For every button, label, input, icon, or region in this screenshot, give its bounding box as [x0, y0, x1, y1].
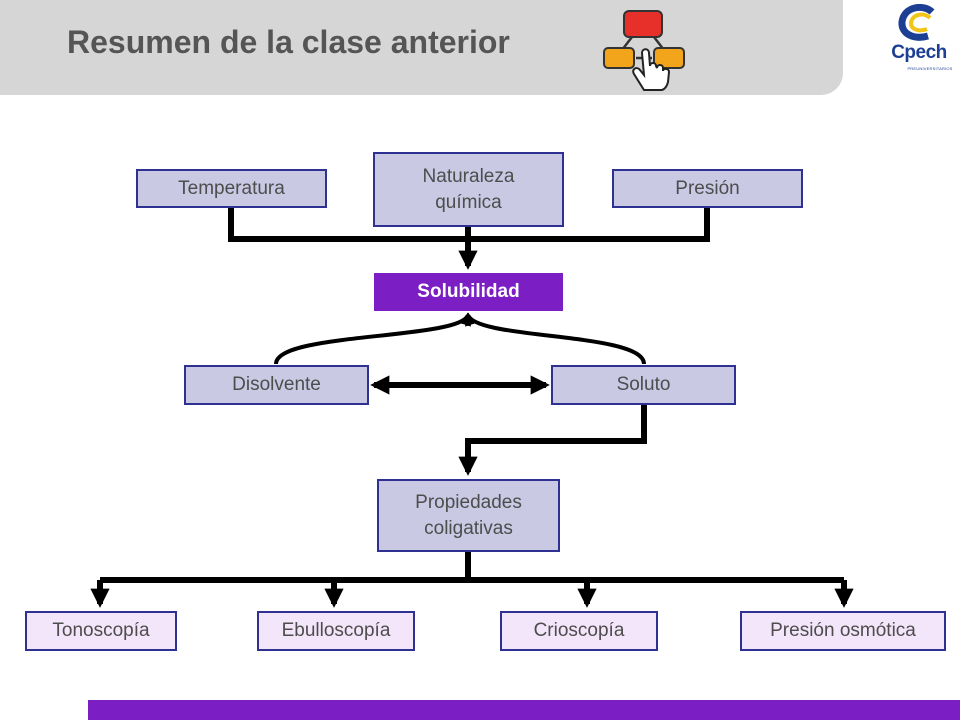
arc-soluto-to-solubilidad — [465, 312, 646, 365]
node-soluto: Soluto — [551, 365, 736, 405]
node-presion-osmotica: Presión osmótica — [740, 611, 946, 651]
node-temperatura: Temperatura — [136, 169, 327, 208]
connector-propiedades-to-leaves — [100, 552, 844, 583]
footer-bar — [88, 700, 960, 720]
node-disolvente: Disolvente — [184, 365, 369, 405]
node-naturaleza-quimica: Naturaleza química — [373, 152, 564, 227]
logo-mark-icon — [898, 3, 935, 41]
node-propiedades-coligativas: Propiedades coligativas — [377, 479, 560, 552]
header-bar: Resumen de la clase anterior — [0, 0, 843, 95]
logo-subtext: PREUNIVERSITARIOS — [907, 66, 953, 71]
logo: Cpech PREUNIVERSITARIOS — [880, 3, 960, 71]
arc-disolvente-to-solubilidad — [274, 312, 471, 365]
node-presion: Presión — [612, 169, 803, 208]
connector-soluto-to-propiedades — [458, 405, 647, 476]
logo-text: Cpech — [891, 42, 947, 63]
node-solubilidad: Solubilidad — [374, 273, 563, 311]
node-ebulloscopia: Ebulloscopía — [257, 611, 415, 651]
flowchart-click-icon[interactable] — [600, 8, 690, 99]
page-title: Resumen de la clase anterior — [67, 24, 510, 60]
node-tonoscopia: Tonoscopía — [25, 611, 177, 651]
node-crioscopia: Crioscopía — [500, 611, 658, 651]
